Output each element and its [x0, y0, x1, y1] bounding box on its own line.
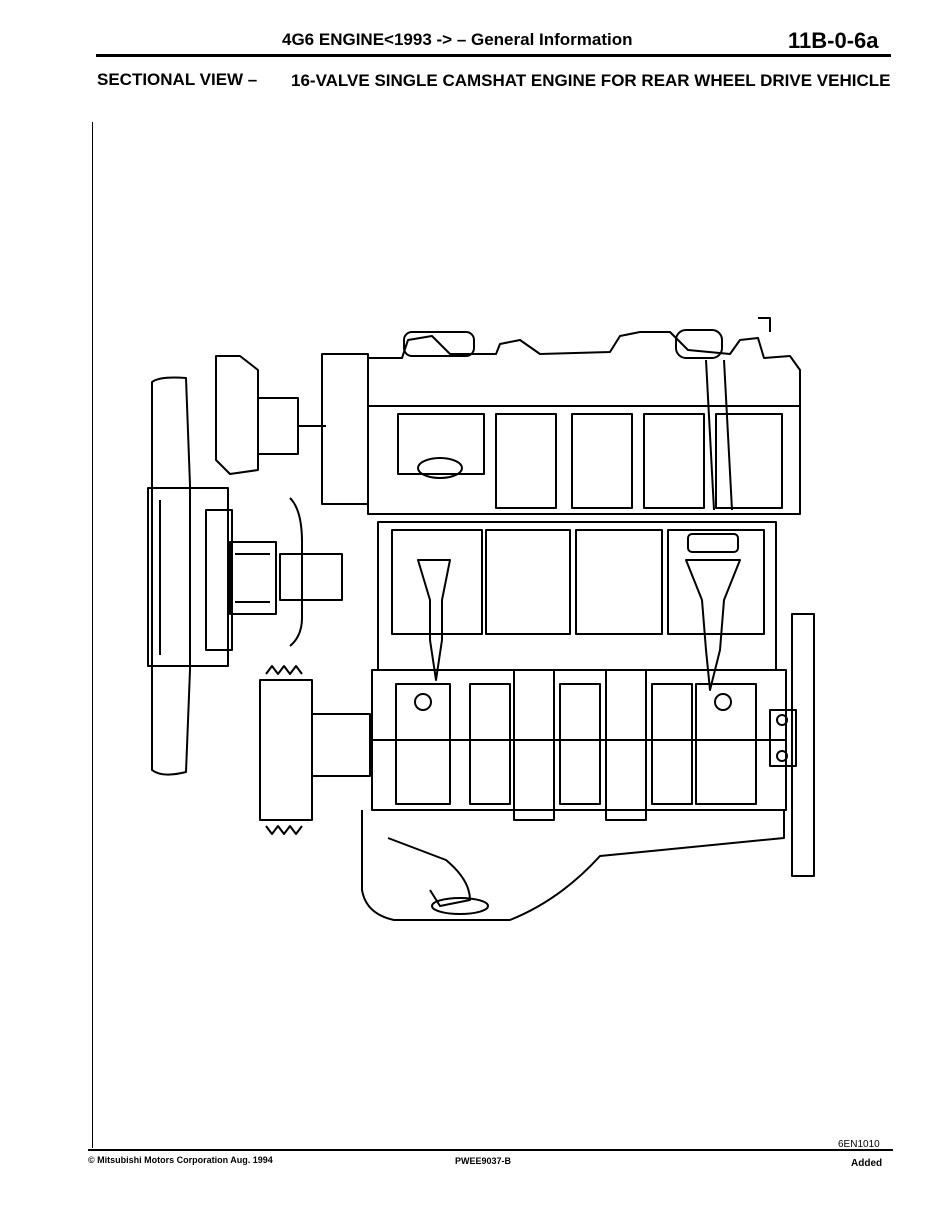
footer-rule [88, 1149, 893, 1151]
cylinder-block-drawing [377, 521, 777, 691]
crankshaft-drawing [371, 669, 787, 821]
section-title: 16-VALVE SINGLE CAMSHAT ENGINE FOR REAR … [291, 71, 891, 90]
cylinder-head-drawing [367, 317, 801, 515]
left-margin-rule [92, 122, 93, 1148]
oil-pan-drawing [361, 810, 785, 921]
engine-sectional-diagram [147, 317, 815, 921]
crank-pulley-drawing [259, 665, 371, 835]
header-rule [96, 54, 891, 57]
document-code: PWEE9037-B [455, 1156, 512, 1166]
figure-code: 6EN1010 [838, 1139, 880, 1150]
fan-clutch-drawing [205, 497, 343, 651]
accessory-drawing [215, 353, 369, 505]
page-header-title: 4G6 ENGINE<1993 -> – General Information [282, 30, 633, 49]
page-number: 11B-0-6a [788, 28, 879, 53]
flywheel-drawing [769, 613, 815, 877]
fan-blade-drawing [147, 376, 229, 776]
copyright-notice: © Mitsubishi Motors Corporation Aug. 199… [88, 1155, 273, 1165]
status-label: Added [851, 1158, 883, 1169]
section-label: SECTIONAL VIEW – [97, 70, 258, 89]
